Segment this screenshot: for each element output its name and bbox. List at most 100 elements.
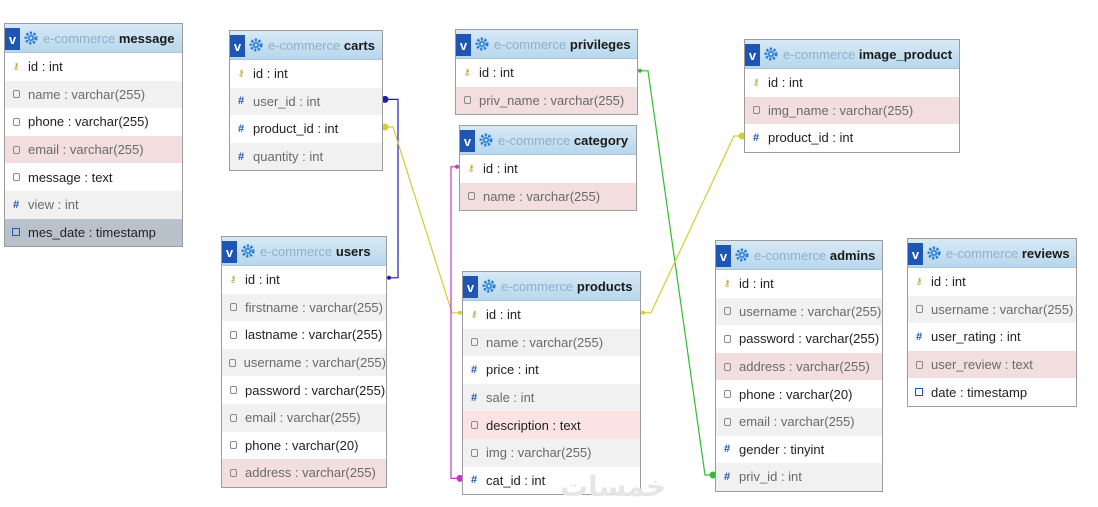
field-row[interactable]: password : varchar(255) [222, 376, 386, 404]
field-row[interactable]: #user_id : int [230, 87, 382, 116]
field-row[interactable]: lastname : varchar(255) [222, 321, 386, 349]
relation-endpoint-dot [456, 474, 464, 482]
collapse-toggle-icon[interactable]: v [5, 28, 20, 50]
field-row[interactable]: email : varchar(255) [5, 135, 182, 164]
field-row[interactable]: img_name : varchar(255) [745, 96, 959, 125]
collapse-toggle-icon[interactable]: v [222, 241, 237, 263]
field-row[interactable]: #quantity : int [230, 142, 382, 171]
field-row[interactable]: description : text [463, 411, 640, 439]
relation-endpoint-dot [381, 95, 389, 103]
primary-key-icon: ⚷ [467, 163, 475, 174]
table-name: products [576, 279, 633, 294]
collapse-toggle-icon[interactable]: v [230, 35, 245, 57]
field-row[interactable]: ⚷id : int [222, 266, 386, 294]
relation-target-dot [638, 68, 642, 73]
field-row[interactable]: ⚷id : int [908, 268, 1076, 296]
collapse-toggle-icon[interactable]: v [456, 34, 471, 56]
field-row[interactable]: username : varchar(255) [222, 348, 386, 377]
collapse-toggle-icon[interactable]: v [716, 245, 731, 267]
field-row[interactable]: address : varchar(255) [222, 459, 386, 487]
field-row[interactable]: user_review : text [908, 350, 1076, 379]
gear-icon[interactable] [249, 38, 263, 52]
collapse-toggle-icon[interactable]: v [460, 130, 475, 152]
field-row[interactable]: firstname : varchar(255) [222, 293, 386, 322]
field-row[interactable]: ⚷id : int [463, 301, 640, 329]
field-row[interactable]: #cat_id : int [463, 467, 640, 495]
field-row[interactable]: mes_date : timestamp [5, 218, 182, 247]
text-field-icon [466, 192, 476, 201]
database-name: e-commerce [494, 37, 567, 52]
text-field-icon [11, 117, 21, 126]
collapse-toggle-icon[interactable]: v [908, 243, 923, 265]
field-row[interactable]: name : varchar(255) [460, 182, 636, 211]
field-row[interactable]: ⚷id : int [745, 69, 959, 97]
field-row[interactable]: ⚷id : int [716, 270, 882, 298]
field-row[interactable]: date : timestamp [908, 378, 1076, 406]
numeric-field-icon: # [470, 391, 478, 404]
field-row[interactable]: ⚷id : int [5, 53, 182, 81]
field-row[interactable]: phone : varchar(255) [5, 108, 182, 136]
field-row[interactable]: message : text [5, 163, 182, 191]
field-label: name : varchar(255) [486, 334, 604, 350]
field-row[interactable]: priv_name : varchar(255) [456, 86, 637, 115]
gear-icon[interactable] [24, 31, 38, 45]
field-row[interactable]: address : varchar(255) [716, 352, 882, 381]
gear-icon[interactable] [475, 37, 489, 51]
field-row[interactable]: name : varchar(255) [5, 80, 182, 109]
gear-icon[interactable] [482, 279, 496, 293]
gear-icon[interactable] [764, 47, 778, 61]
field-label: username : varchar(255) [931, 301, 1074, 317]
gear-icon[interactable] [479, 133, 493, 147]
field-row[interactable]: username : varchar(255) [716, 297, 882, 326]
field-label: phone : varchar(20) [245, 437, 359, 453]
field-row[interactable]: #view : int [5, 190, 182, 219]
collapse-toggle-icon[interactable]: v [745, 44, 760, 66]
numeric-field-icon: # [470, 363, 478, 376]
field-row[interactable]: email : varchar(255) [716, 407, 882, 436]
gear-icon[interactable] [241, 244, 255, 258]
gear-icon[interactable] [735, 248, 749, 262]
field-row[interactable]: img : varchar(255) [463, 438, 640, 467]
field-row[interactable]: phone : varchar(20) [222, 432, 386, 460]
field-row[interactable]: #product_id : int [230, 115, 382, 143]
field-row[interactable]: #priv_id : int [716, 463, 882, 491]
relation-target-dot [641, 310, 645, 315]
relation-endpoint-dot [709, 471, 717, 479]
field-row[interactable]: password : varchar(255) [716, 325, 882, 353]
field-row[interactable]: email : varchar(255) [222, 403, 386, 432]
field-row[interactable]: username : varchar(255) [908, 295, 1076, 324]
field-row[interactable]: #gender : tinyint [716, 436, 882, 464]
field-row[interactable]: name : varchar(255) [463, 328, 640, 357]
table-name: privileges [569, 37, 631, 52]
field-row[interactable]: phone : varchar(20) [716, 380, 882, 408]
field-row[interactable]: #user_rating : int [908, 323, 1076, 351]
collapse-toggle-icon[interactable]: v [463, 276, 478, 298]
field-row[interactable]: #price : int [463, 356, 640, 384]
field-row[interactable]: ⚷id : int [460, 155, 636, 183]
field-row[interactable]: ⚷id : int [456, 59, 637, 87]
field-row[interactable]: #product_id : int [745, 124, 959, 152]
gear-icon[interactable] [927, 246, 941, 260]
table-header[interactable]: v e-commerce privileges [456, 30, 637, 59]
field-row[interactable]: #sale : int [463, 383, 640, 412]
relation-target-dot [387, 275, 391, 280]
field-label: phone : varchar(255) [28, 114, 149, 130]
field-row[interactable]: ⚷id : int [230, 60, 382, 88]
